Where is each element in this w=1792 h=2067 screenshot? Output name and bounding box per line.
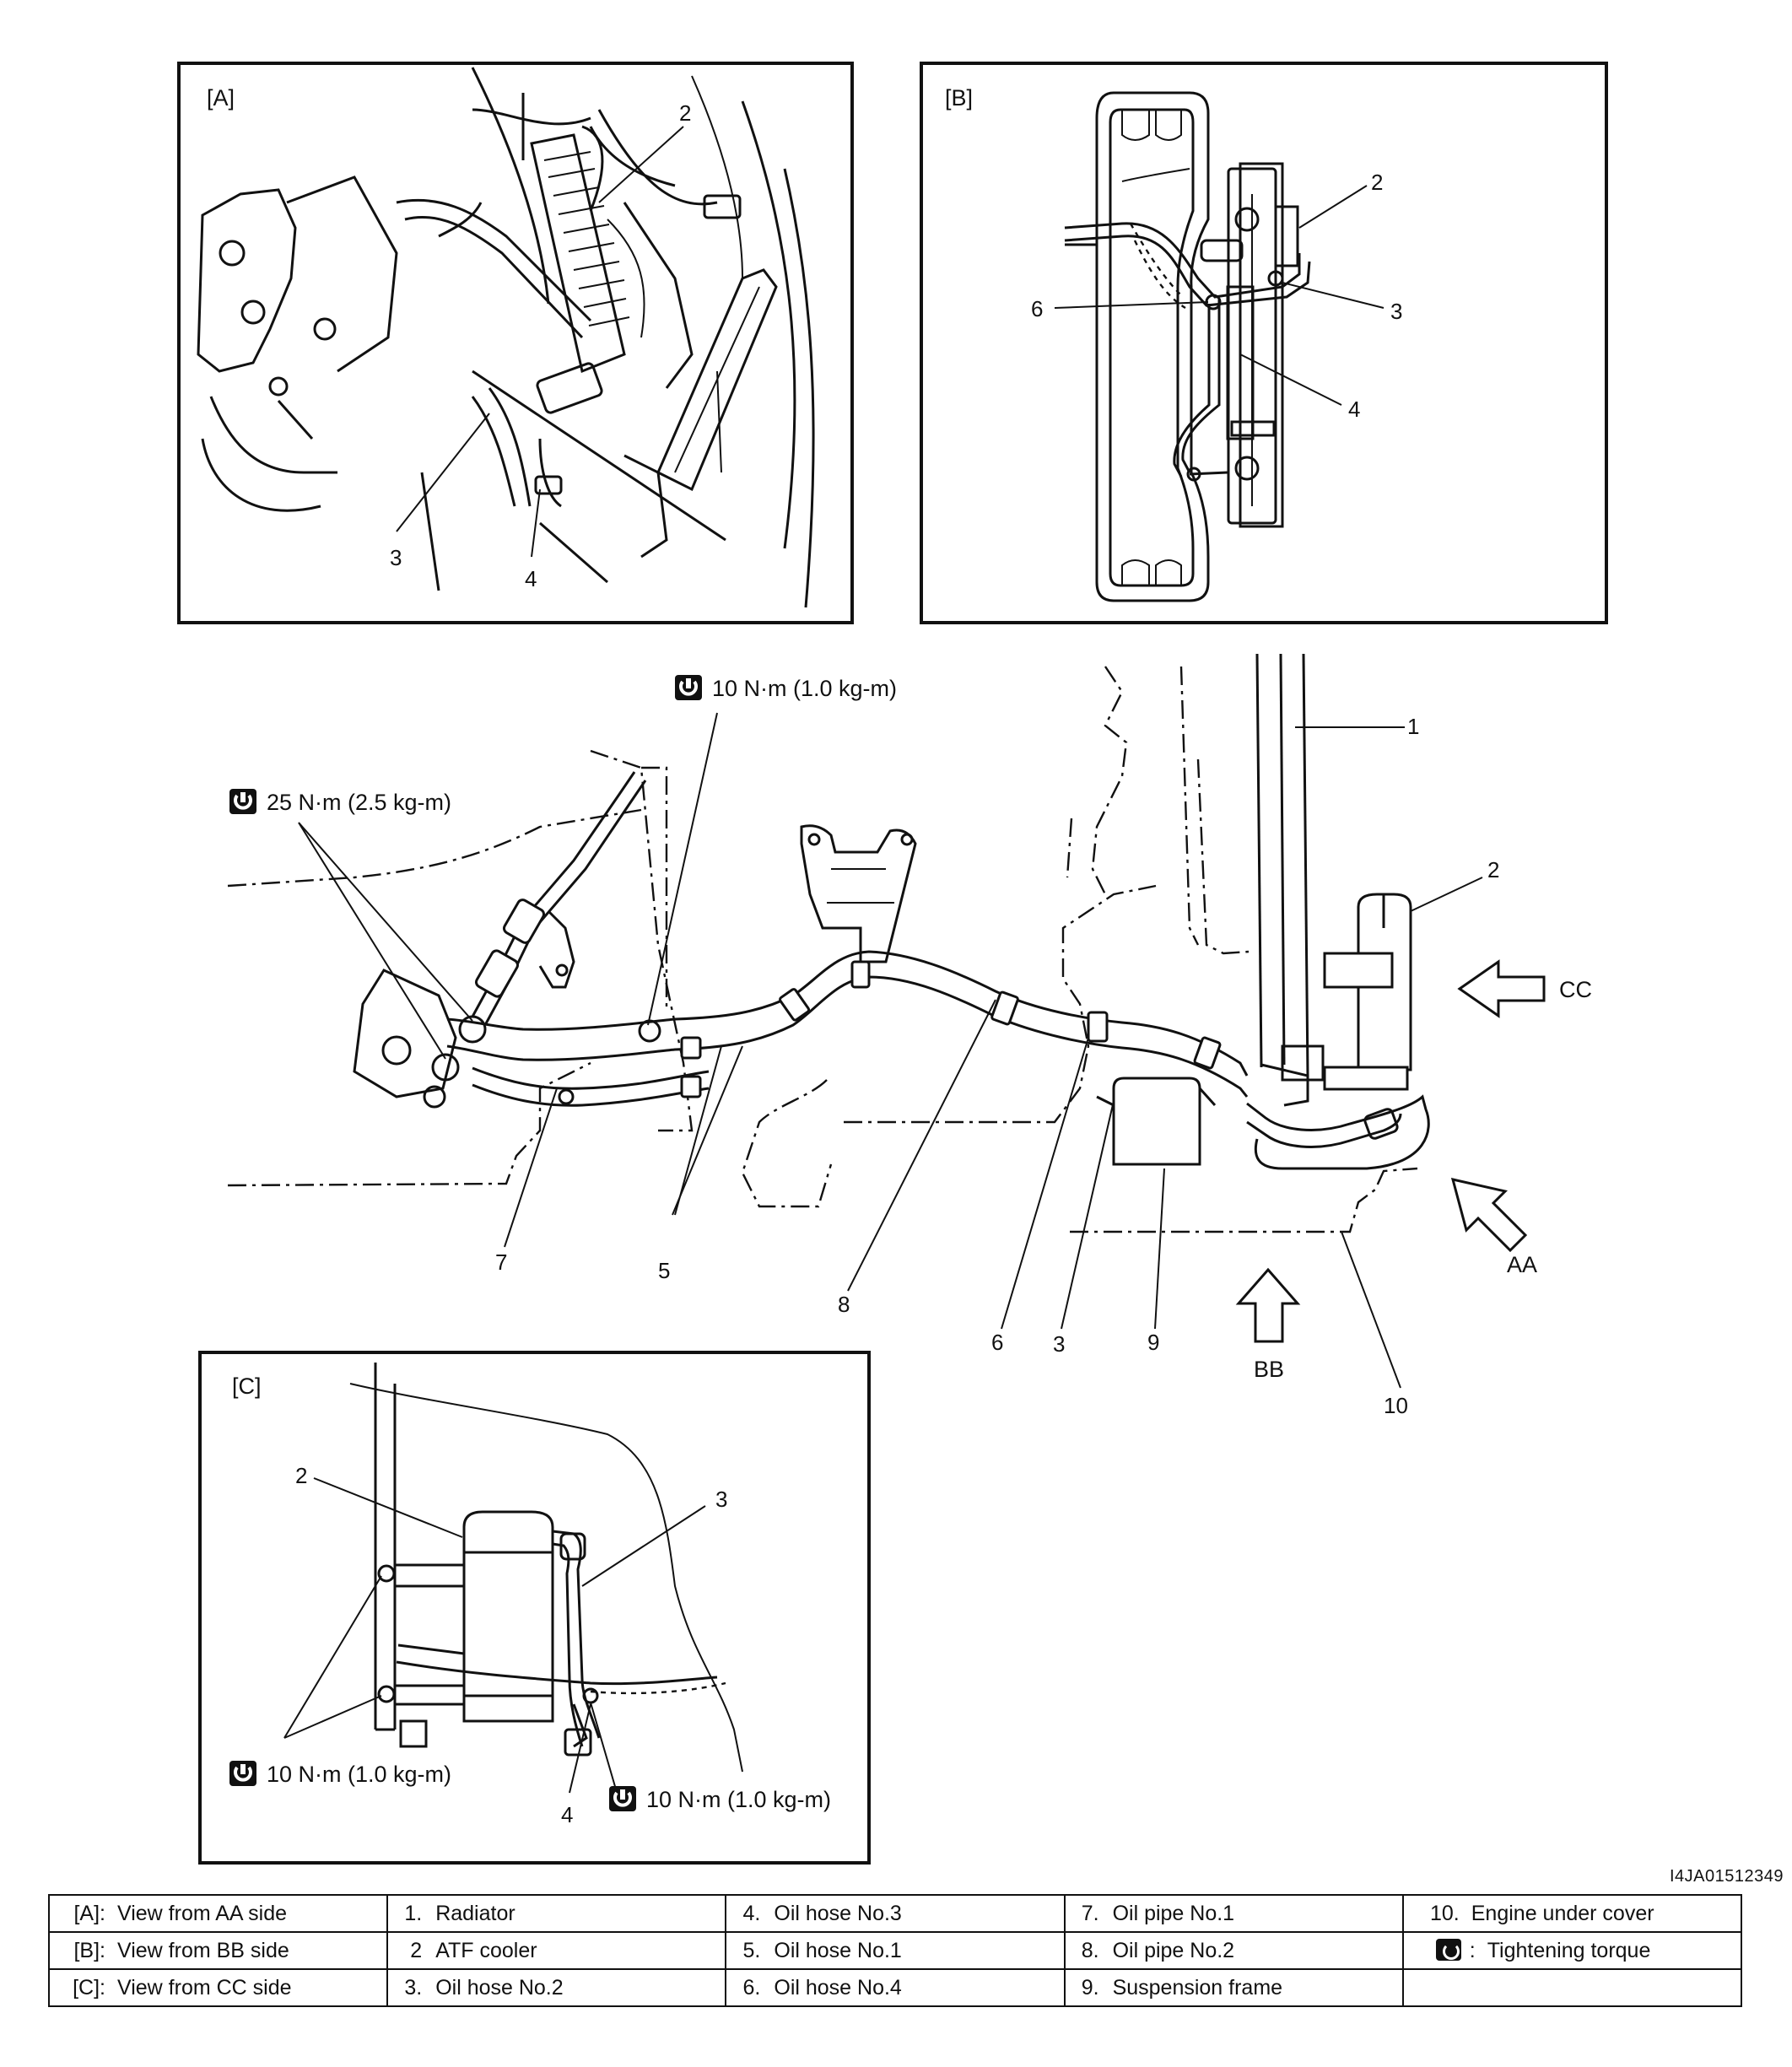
legend-row: [C]:View from CC side 3.Oil hose No.2 6.… [47,1968,1743,2007]
callout-1: 1 [1407,714,1419,739]
callout-8: 8 [838,1292,850,1317]
torque-25-label: 25 N·m (2.5 kg-m) [267,790,451,815]
callout-2: 2 [1487,857,1499,882]
legend-cell: 8.Oil pipe No.2 [1063,1931,1404,1970]
view-a-callout-4: 4 [525,566,537,591]
view-b-callout-6: 6 [1031,296,1043,321]
legend-cell: :Tightening torque [1401,1931,1743,1970]
view-direction-arrow-icon [1457,959,1546,1018]
view-c-panel: [C] [198,1351,871,1865]
legend-cell: 6.Oil hose No.4 [725,1968,1066,2007]
legend-cell: 10.Engine under cover [1401,1894,1743,1933]
view-c-callout-3: 3 [715,1487,727,1512]
torque-wrench-icon [228,787,258,816]
legend-cell: [A]:View from AA side [47,1894,389,1933]
view-a-tag: [A] [207,85,235,111]
legend-cell [1401,1968,1743,2007]
reference-code: I4JA01512349 [1669,1867,1784,1886]
view-a-panel: [A] [177,62,854,624]
legend-cell: 4.Oil hose No.3 [725,1894,1066,1933]
callout-6: 6 [991,1330,1003,1355]
callout-3: 3 [1053,1331,1065,1357]
main-view [227,653,1483,1389]
view-a-callout-2: 2 [679,100,691,126]
view-b-callout-2: 2 [1371,170,1383,195]
arrow-cc-label: CC [1559,977,1592,1002]
legend-cell: 3.Oil hose No.2 [386,1968,727,2007]
view-c-artwork [349,1363,743,1773]
callout-7: 7 [495,1249,507,1275]
view-b-tag: [B] [945,85,973,111]
legend-cell: 9.Suspension frame [1063,1968,1404,2007]
view-b-artwork [1064,91,1311,602]
legend-cell: [C]:View from CC side [47,1968,389,2007]
legend-cell: 7.Oil pipe No.1 [1063,1894,1404,1933]
legend-cell: 1.Radiator [386,1894,727,1933]
torque-wrench-icon [228,1759,258,1788]
callout-10: 10 [1384,1393,1408,1418]
view-b-callout-4: 4 [1348,397,1360,422]
arrow-aa-label: AA [1507,1252,1537,1277]
view-c-torque-left: 10 N·m (1.0 kg-m) [267,1762,451,1787]
torque-wrench-icon [1435,1938,1461,1961]
view-b-callout-3: 3 [1390,299,1402,324]
legend-cell: [B]:View from BB side [47,1931,389,1970]
legend-row: [A]:View from AA side 1.Radiator 4.Oil h… [47,1894,1743,1933]
view-direction-arrow-icon [1235,1267,1301,1343]
callout-9: 9 [1147,1330,1159,1355]
legend-cell: 5.Oil hose No.1 [725,1931,1066,1970]
view-c-callout-4: 4 [561,1802,573,1827]
view-c-torque-right: 10 N·m (1.0 kg-m) [646,1787,831,1812]
view-c-callout-2: 2 [295,1463,307,1488]
torque-wrench-icon [673,673,704,702]
legend-table: [A]:View from AA side 1.Radiator 4.Oil h… [47,1894,1743,2007]
callout-5: 5 [658,1258,670,1283]
torque-10-label: 10 N·m (1.0 kg-m) [712,676,897,701]
view-b-panel: [B] [920,62,1608,624]
view-direction-arrow-icon [1450,1177,1528,1253]
view-a-callout-3: 3 [390,545,402,570]
torque-wrench-icon [607,1784,638,1813]
view-a-artwork [197,67,815,608]
view-c-tag: [C] [232,1374,262,1399]
arrow-bb-label: BB [1254,1357,1284,1382]
